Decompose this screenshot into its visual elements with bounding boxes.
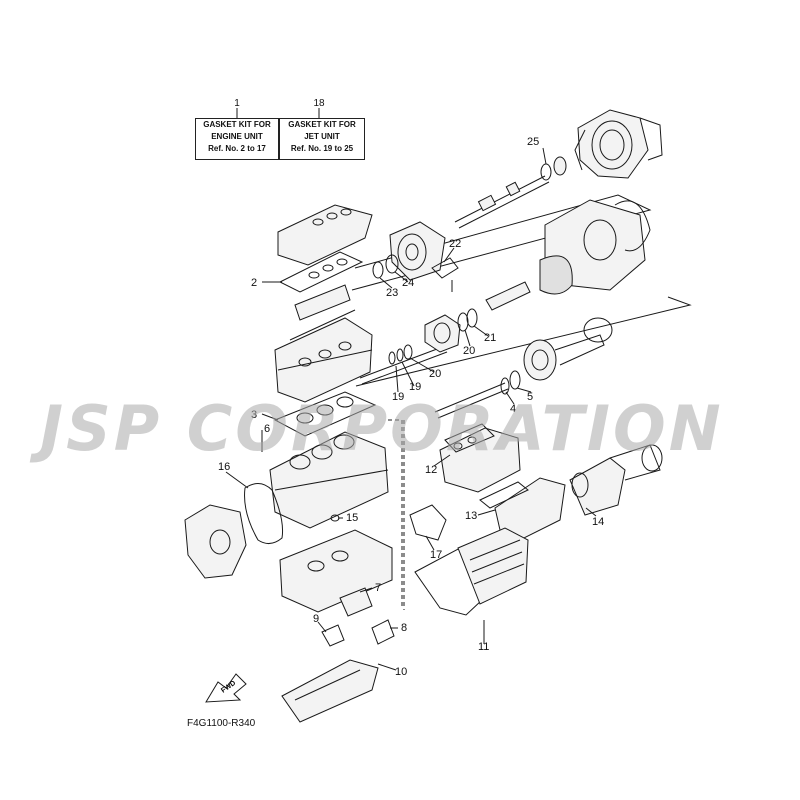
callout-25: 25 [527, 136, 539, 148]
seal-5 [509, 370, 521, 390]
intermediate-shaft-part [359, 314, 461, 385]
bearing-24 [385, 254, 399, 274]
gasket-8 [371, 619, 395, 645]
sleeve-part [485, 281, 531, 311]
bearing-23 [372, 261, 384, 279]
head-cover-gasket-2 [278, 251, 364, 293]
kit-1-line-2: ENGINE UNIT [211, 132, 263, 141]
seal-20b [403, 344, 413, 360]
o-ring-19b [396, 348, 404, 362]
callout-20b: 20 [463, 345, 475, 357]
lower-shaft-part [434, 382, 509, 419]
o-ring-25 [540, 163, 552, 181]
kit-1-label: GASKET KIT FOR ENGINE UNIT Ref. No. 2 to… [195, 118, 279, 160]
seal-4 [500, 377, 510, 395]
stator-cover-part [184, 504, 247, 579]
gasket-9 [321, 624, 345, 647]
callout-20a: 20 [429, 368, 441, 380]
callout-22: 22 [449, 238, 461, 250]
callout-10: 10 [395, 666, 407, 678]
cylinder-block-part [269, 431, 389, 529]
callout-12: 12 [425, 464, 437, 476]
oil-pan-part [281, 659, 379, 723]
kit-18-ref-number: 18 [313, 98, 325, 109]
crankcase-part [279, 529, 393, 613]
callout-24: 24 [402, 277, 414, 289]
callout-6: 6 [264, 423, 270, 435]
impeller-housing-part [389, 221, 446, 281]
callout-19a: 19 [392, 391, 404, 403]
muffler-part [569, 444, 663, 516]
callout-13: 13 [465, 510, 477, 522]
callout-2: 2 [251, 277, 257, 289]
kit-1-line-3: Ref. No. 2 to 17 [208, 144, 266, 153]
kit-18-line-2: JET UNIT [304, 132, 340, 141]
callout-19b: 19 [409, 381, 421, 393]
callout-4: 4 [510, 403, 516, 415]
callout-23: 23 [386, 287, 398, 299]
forward-arrow-icon: FWD [205, 673, 247, 703]
jet-nozzle-part [574, 109, 663, 179]
exhaust-manifold-part [439, 423, 521, 493]
callout-3: 3 [251, 409, 257, 421]
cam-caps-part [294, 284, 351, 321]
head-gasket-3 [273, 391, 377, 437]
seal-21 [466, 308, 478, 328]
jet-pump-body-part [539, 199, 651, 295]
o-ring-19a [388, 351, 396, 365]
kit-18-line-1: GASKET KIT FOR [288, 120, 356, 129]
drive-shaft-part [454, 175, 550, 229]
callout-21: 21 [484, 332, 496, 344]
cylinder-head-part [274, 309, 373, 403]
callout-16: 16 [218, 461, 230, 473]
oil-pump-part [339, 587, 373, 617]
kit-18-label: GASKET KIT FOR JET UNIT Ref. No. 19 to 2… [279, 118, 365, 160]
gasket-17 [409, 504, 447, 541]
kit-1-ref-number: 1 [234, 98, 240, 109]
callout-14: 14 [592, 516, 604, 528]
coupler-part [523, 317, 613, 381]
diagram-code: F4G1100-R340 [187, 718, 256, 729]
kit-1-line-1: GASKET KIT FOR [203, 120, 271, 129]
kit-18-line-3: Ref. No. 19 to 25 [290, 144, 354, 153]
callout-11: 11 [478, 641, 489, 653]
callout-9: 9 [313, 613, 319, 625]
callout-5: 5 [527, 391, 533, 403]
jet-tray-middle [355, 296, 692, 387]
exhaust-pipe-part [479, 477, 566, 541]
callout-15: 15 [346, 512, 358, 524]
cylinder-head-cover-part [277, 204, 373, 266]
callout-7: 7 [375, 582, 381, 594]
callout-17: 17 [430, 549, 442, 561]
gasket-16 [244, 483, 283, 544]
callout-8: 8 [401, 622, 407, 634]
cooler-plate-part [414, 527, 529, 616]
seal-20a [457, 312, 469, 332]
